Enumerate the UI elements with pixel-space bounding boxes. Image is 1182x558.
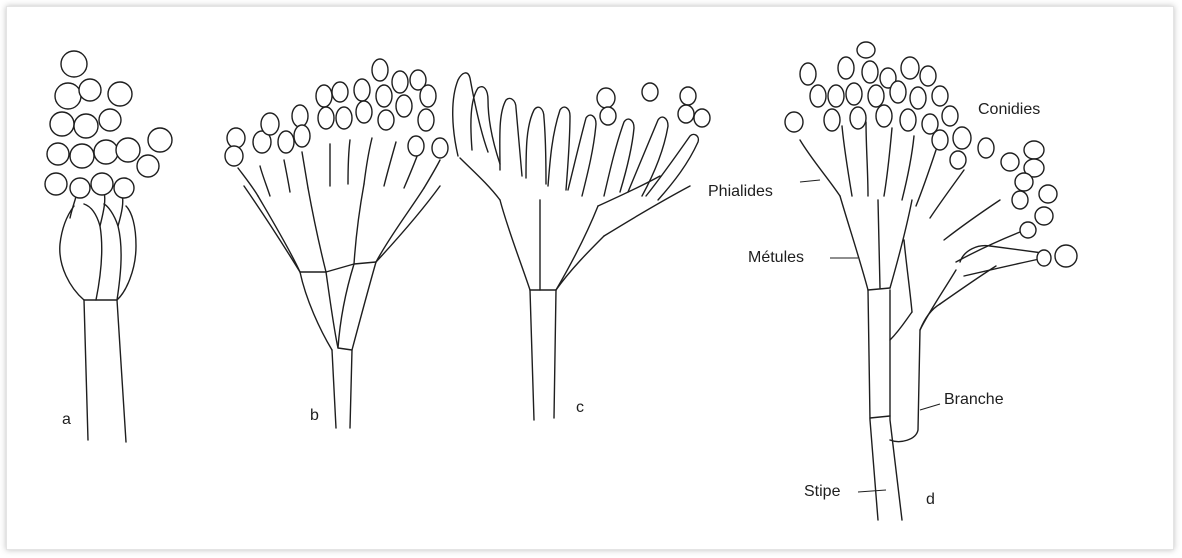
panel-c-stipe bbox=[530, 290, 556, 420]
label-phialides: Phialides bbox=[708, 183, 773, 200]
panel-a-phialides bbox=[60, 188, 136, 300]
panel-d-letter: d bbox=[926, 491, 935, 508]
label-conidies: Conidies bbox=[978, 101, 1040, 118]
panel-d-branch bbox=[890, 304, 940, 442]
panel-b-conidia bbox=[225, 59, 448, 166]
panel-d-label-pointers bbox=[800, 180, 940, 492]
panel-d-stipe bbox=[868, 290, 902, 520]
panel-d: Conidies Phialides Métules Branche Stipe… bbox=[708, 42, 1077, 520]
panel-c-metulae bbox=[460, 158, 690, 290]
panel-d-conidia bbox=[785, 42, 1077, 267]
panel-b-metulae bbox=[244, 184, 440, 350]
label-stipe: Stipe bbox=[804, 483, 841, 500]
panel-a-conidia bbox=[45, 51, 172, 198]
panel-c-phialides bbox=[453, 73, 699, 200]
panel-c-letter: c bbox=[576, 399, 584, 416]
panel-b-stipe bbox=[332, 350, 352, 428]
panel-a-letter: a bbox=[62, 411, 71, 428]
panel-b-letter: b bbox=[310, 407, 319, 424]
panel-c: c bbox=[453, 73, 710, 420]
panel-c-conidia bbox=[597, 83, 710, 127]
panel-b: b bbox=[225, 59, 448, 428]
label-branche: Branche bbox=[944, 391, 1004, 408]
panel-d-metulae bbox=[840, 196, 996, 330]
panel-a: a bbox=[45, 51, 172, 442]
label-metules: Métules bbox=[748, 249, 804, 266]
panel-a-stipe bbox=[84, 300, 126, 442]
